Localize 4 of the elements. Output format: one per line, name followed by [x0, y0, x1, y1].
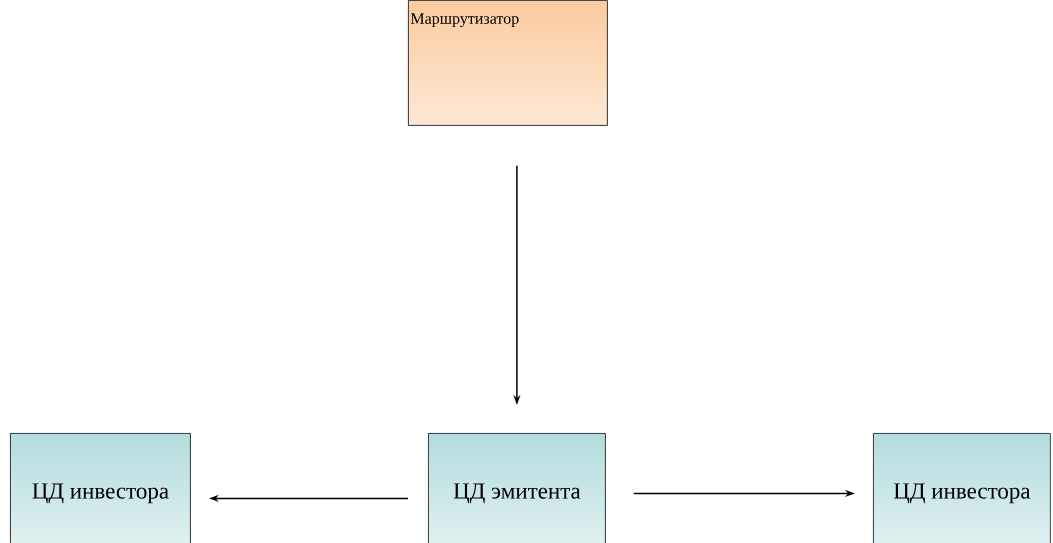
- depository-box: ЦД инвестора: [873, 433, 1051, 543]
- depository-box: ЦД инвестора: [10, 433, 191, 543]
- depository-box: ЦД эмитента: [428, 433, 606, 543]
- router-box: Маршрутизатор: [408, 0, 608, 126]
